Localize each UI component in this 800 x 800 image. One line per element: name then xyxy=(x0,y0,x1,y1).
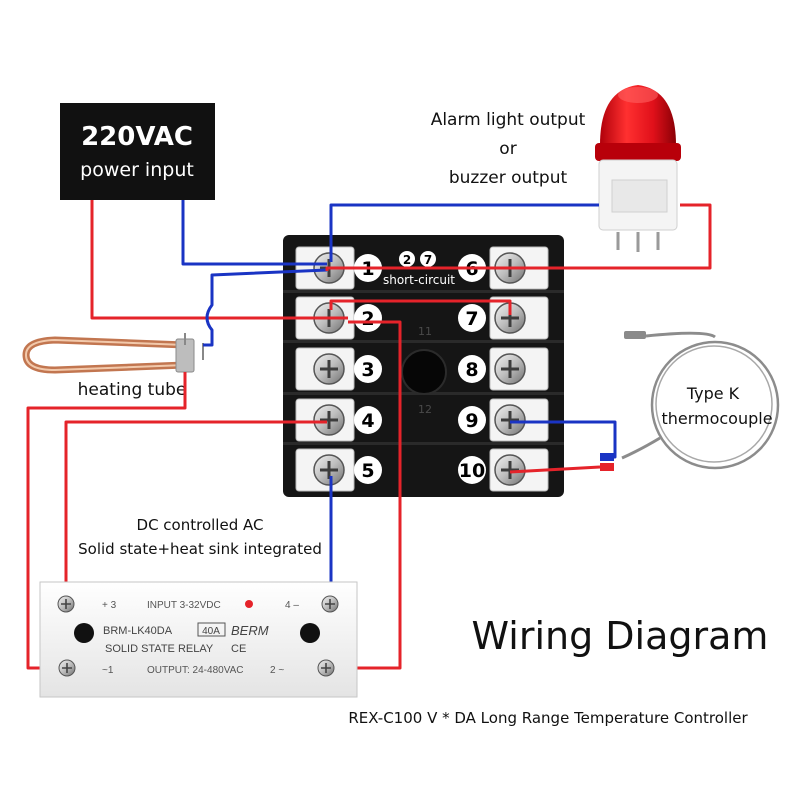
wire-power-neutral xyxy=(181,200,327,266)
short-mark-2: 2 xyxy=(403,253,411,267)
solid-state-relay: + 3 INPUT 3-32VDC 4 – BRM-LK40DA 40A BER… xyxy=(39,581,358,698)
terminal-label-8: 8 xyxy=(465,359,478,381)
alarm-label-line2: or xyxy=(499,139,516,159)
alarm-label-line1: Alarm light output xyxy=(431,110,586,130)
wires xyxy=(26,200,712,670)
terminal-number-9: 9 xyxy=(458,406,486,434)
thermocouple-label-line1: Type K xyxy=(686,384,740,403)
terminal-screw-8 xyxy=(494,353,526,385)
short-circuit-label: short-circuit xyxy=(383,273,455,287)
ssr-rating: 40A xyxy=(202,626,220,637)
terminal-label-7: 7 xyxy=(465,308,478,330)
terminal-label-9: 9 xyxy=(465,410,478,432)
thermocouple-probe xyxy=(600,331,780,471)
wire-thermo-red xyxy=(509,465,601,474)
ssr-caption-line1: DC controlled AC xyxy=(137,516,264,534)
wire-short-2-7 xyxy=(329,299,512,315)
controller-center-knob xyxy=(401,349,447,395)
ssr-output-right: 2 ~ xyxy=(270,665,284,676)
terminal-9: 9 xyxy=(458,398,549,442)
terminal-label-4: 4 xyxy=(361,410,374,432)
diagram-title: Wiring Diagram xyxy=(472,614,769,658)
heating-tube-label: heating tube xyxy=(78,380,187,400)
ssr-screw-out1 xyxy=(58,659,76,677)
ssr-indicator-led xyxy=(245,600,253,608)
ssr-mount-hole-right xyxy=(300,623,320,643)
ssr-screw-minus4 xyxy=(321,595,339,613)
alarm-beacon xyxy=(595,85,681,252)
wire-ssr-plus xyxy=(64,420,327,603)
ssr-output-left: ~1 xyxy=(102,665,114,676)
body-mark-11: 11 xyxy=(418,325,432,338)
ssr-model: BRM-LK40DA xyxy=(103,625,173,637)
power-label: power input xyxy=(80,159,194,181)
ssr-input-plus: + 3 xyxy=(102,600,117,611)
ssr-output-text: OUTPUT: 24-480VAC xyxy=(147,665,244,676)
terminal-4: 4 xyxy=(295,398,382,442)
terminal-label-5: 5 xyxy=(361,460,374,482)
terminal-number-8: 8 xyxy=(458,355,486,383)
ssr-type: SOLID STATE RELAY xyxy=(105,643,214,655)
terminal-number-3: 3 xyxy=(354,355,382,383)
terminal-number-10: 10 xyxy=(458,456,486,484)
heating-tube xyxy=(22,333,204,374)
ssr-brand: BERM xyxy=(231,623,269,638)
ssr-caption-line2: Solid state+heat sink integrated xyxy=(78,540,322,558)
power-voltage: 220VAC xyxy=(81,122,193,152)
terminal-screw-10 xyxy=(494,454,526,486)
terminal-label-10: 10 xyxy=(459,460,485,482)
terminal-screw-9 xyxy=(494,404,526,436)
thermocouple-label-line2: thermocouple xyxy=(661,409,772,428)
terminal-screw-3 xyxy=(313,353,345,385)
ssr-mount-hole-left xyxy=(74,623,94,643)
terminal-label-3: 3 xyxy=(361,359,374,381)
ssr-input-minus: 4 – xyxy=(285,600,299,611)
wire-thermo-blue xyxy=(510,420,617,459)
wire-ssr-out2 xyxy=(326,320,402,670)
short-circuit-marker: 2 7 short-circuit xyxy=(383,251,455,287)
terminal-3: 3 xyxy=(295,347,382,391)
ssr-screw-plus3 xyxy=(57,595,75,613)
wire-alarm-blue xyxy=(329,203,599,262)
terminal-5: 5 xyxy=(295,448,382,492)
power-input-box: 220VAC power input xyxy=(60,103,215,200)
wire-neutral-heater xyxy=(203,268,328,347)
terminal-number-2: 2 xyxy=(354,304,382,332)
wire-power-live xyxy=(90,200,348,320)
alarm-label-line3: buzzer output xyxy=(449,168,568,188)
terminal-screw-4 xyxy=(313,404,345,436)
terminal-6: 6 xyxy=(458,246,549,290)
ssr-input-text: INPUT 3-32VDC xyxy=(147,600,221,611)
terminal-label-2: 2 xyxy=(361,308,374,330)
terminal-screw-5 xyxy=(313,454,345,486)
terminal-number-5: 5 xyxy=(354,456,382,484)
terminal-number-7: 7 xyxy=(458,304,486,332)
terminal-number-4: 4 xyxy=(354,406,382,434)
diagram-subtitle: REX-C100 V * DA Long Range Temperature C… xyxy=(348,709,748,727)
ssr-screw-out2 xyxy=(317,659,335,677)
body-mark-12: 12 xyxy=(418,403,432,416)
terminal-8: 8 xyxy=(458,347,549,391)
short-mark-7: 7 xyxy=(424,253,432,267)
wire-alarm-red xyxy=(325,203,712,271)
ssr-cert: CE xyxy=(231,643,246,655)
terminal-7: 7 xyxy=(458,296,549,340)
